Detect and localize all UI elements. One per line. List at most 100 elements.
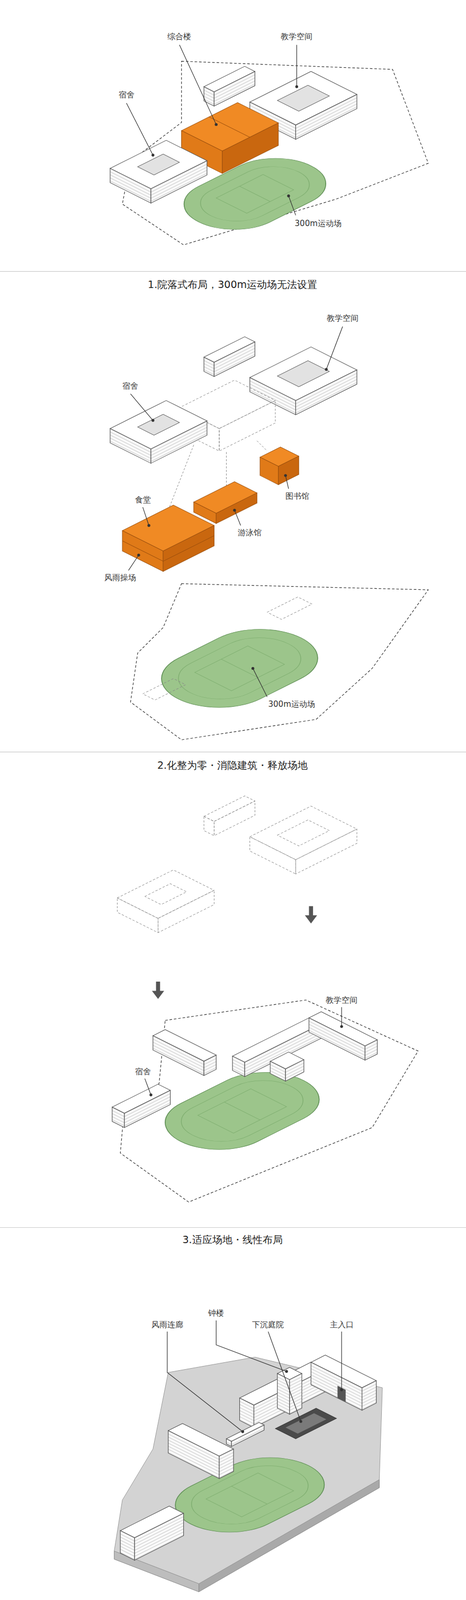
courtyard bbox=[277, 360, 330, 387]
teaching-courtyard bbox=[249, 346, 357, 415]
facade bbox=[362, 1381, 377, 1411]
split-line bbox=[226, 452, 227, 487]
building-label: 主入口 bbox=[328, 1320, 355, 1330]
pool-box bbox=[193, 481, 257, 524]
facade bbox=[203, 1055, 217, 1077]
down-arrow bbox=[151, 981, 165, 1000]
roof-line bbox=[209, 117, 250, 138]
ghost-roof bbox=[203, 795, 255, 822]
teaching-bar bbox=[310, 1355, 376, 1411]
leader-dot bbox=[287, 194, 290, 197]
ghost-dorm-courtyard bbox=[117, 870, 214, 934]
facade bbox=[310, 1362, 362, 1411]
track-lane bbox=[175, 1457, 325, 1533]
building-label: 图书馆 bbox=[284, 491, 311, 501]
field-lines bbox=[221, 659, 258, 678]
down-arrow bbox=[305, 906, 318, 924]
field-lines bbox=[198, 1088, 288, 1134]
site-base bbox=[114, 1357, 383, 1584]
facade bbox=[277, 1373, 290, 1415]
leader-line bbox=[296, 45, 298, 87]
facade bbox=[150, 160, 208, 204]
facade bbox=[163, 525, 214, 572]
split-line bbox=[256, 441, 267, 452]
facade bbox=[226, 1438, 232, 1447]
facade bbox=[285, 1059, 304, 1081]
leader-dot bbox=[151, 153, 155, 157]
facade bbox=[216, 493, 257, 524]
facade bbox=[153, 1035, 204, 1076]
dorm-bar bbox=[153, 1029, 217, 1077]
leader-line bbox=[128, 554, 139, 571]
leader-line bbox=[341, 1331, 342, 1391]
split-line bbox=[168, 444, 194, 510]
facade bbox=[231, 1425, 265, 1447]
ghost-facade bbox=[249, 836, 297, 874]
canteen-gym-box bbox=[122, 505, 214, 572]
leader-dot bbox=[151, 418, 155, 422]
field-lines bbox=[231, 1486, 267, 1505]
building-label: 宿舍 bbox=[133, 1067, 152, 1077]
field-lines bbox=[239, 186, 271, 202]
facade bbox=[168, 1430, 220, 1480]
teaching-bar bbox=[308, 1011, 378, 1061]
field-lines bbox=[216, 174, 294, 214]
section-rule bbox=[0, 751, 466, 753]
courtyard bbox=[137, 414, 180, 436]
building-label: 教学空间 bbox=[325, 313, 360, 324]
ghost-courtyard bbox=[144, 883, 187, 905]
facade bbox=[364, 1040, 378, 1061]
section-caption: 1.院落式布局，300m运动场无法设置 bbox=[144, 278, 321, 291]
facade bbox=[150, 420, 208, 464]
leader-dot bbox=[241, 1430, 245, 1433]
sunken-floor bbox=[285, 1413, 327, 1435]
dorm-bar bbox=[168, 1423, 234, 1480]
building-label: 300m运动场 bbox=[293, 218, 343, 229]
track-oval bbox=[142, 1061, 342, 1161]
section-caption: 3.适应场地・线性布局 bbox=[178, 1233, 286, 1247]
field-lines bbox=[224, 1101, 261, 1120]
sunken-courtyard bbox=[275, 1408, 337, 1440]
ghost-courtyard bbox=[277, 820, 330, 847]
building-label: 宿舍 bbox=[117, 90, 136, 100]
facade bbox=[222, 122, 279, 174]
facade bbox=[112, 1107, 125, 1128]
facade bbox=[203, 86, 214, 107]
facade bbox=[134, 1513, 184, 1561]
facade bbox=[295, 370, 357, 416]
building-label: 风雨操场 bbox=[103, 572, 138, 583]
leader-dot bbox=[283, 473, 287, 477]
leader-line bbox=[326, 326, 343, 370]
leader-line bbox=[267, 1331, 301, 1422]
ghost-footprint bbox=[267, 596, 313, 620]
floor-line bbox=[122, 540, 164, 562]
dorm-courtyard bbox=[110, 140, 208, 204]
library-cube bbox=[260, 446, 299, 485]
floor-line bbox=[163, 535, 214, 562]
facade bbox=[278, 456, 300, 486]
ghost-roof bbox=[117, 870, 214, 919]
ghost-teaching-courtyard bbox=[249, 806, 357, 875]
leader-line bbox=[167, 1331, 243, 1432]
facade bbox=[270, 1061, 286, 1082]
leader-dot bbox=[251, 667, 255, 670]
leader-dot bbox=[214, 122, 218, 126]
facade bbox=[260, 456, 279, 485]
covered-corridor bbox=[226, 1422, 264, 1447]
leader-dot bbox=[137, 553, 140, 557]
facade bbox=[120, 1530, 135, 1561]
running-track bbox=[137, 617, 342, 720]
leader-dot bbox=[339, 1388, 343, 1392]
leader-dot bbox=[284, 1370, 288, 1374]
building-label: 教学空间 bbox=[324, 995, 359, 1006]
building-label: 游泳馆 bbox=[236, 527, 263, 538]
leader-line bbox=[288, 195, 296, 216]
ghost-footprint bbox=[142, 678, 186, 701]
facade bbox=[308, 1017, 365, 1061]
facade bbox=[213, 342, 255, 378]
leader-line bbox=[142, 507, 150, 526]
leader-line bbox=[179, 45, 217, 125]
field-lines bbox=[205, 1473, 294, 1518]
